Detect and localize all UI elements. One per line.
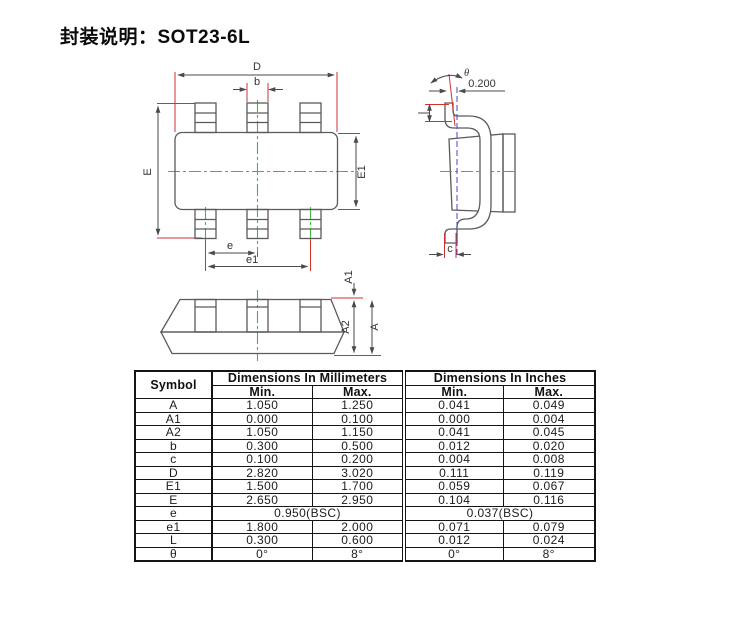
cell-symbol: b xyxy=(134,438,213,453)
cell-symbol: L xyxy=(134,533,213,548)
cell-mm-min: 1.050 xyxy=(211,425,313,440)
cell-in-max: 0.079 xyxy=(502,519,596,534)
row-theta: θ 0° 8° 0° 8° xyxy=(134,546,596,562)
dim-label-A1: A1 xyxy=(343,270,355,283)
header-in-group: Dimensions In Inches xyxy=(401,370,596,386)
cell-mm-max: 8° xyxy=(311,546,405,562)
cell-symbol: θ xyxy=(134,546,213,562)
cell-mm-max: 0.200 xyxy=(311,452,405,467)
package-outline-drawing: D b E E1 e e1 xyxy=(142,61,518,361)
cell-symbol: E1 xyxy=(134,479,213,494)
cell-symbol: A xyxy=(134,398,213,413)
cell-in-min: 0.041 xyxy=(402,425,504,440)
cell-mm-max: 0.600 xyxy=(311,533,405,548)
table-header-minmax: Min. Max. Min. Max. xyxy=(135,385,596,399)
header-in-min: Min. xyxy=(402,385,504,399)
cell-in-min: 0.059 xyxy=(402,479,504,494)
dim-label-E: E xyxy=(142,168,154,175)
cell-symbol: A1 xyxy=(134,411,213,426)
row-A2: A2 1.050 1.150 0.041 0.045 xyxy=(134,425,596,440)
cell-mm-max: 2.950 xyxy=(311,492,405,507)
cell-mm-max: 1.700 xyxy=(311,479,405,494)
page-title: 封装说明：SOT23-6L xyxy=(60,27,251,48)
dim-label-e: e xyxy=(227,240,233,252)
row-E: E 2.650 2.950 0.104 0.116 xyxy=(134,492,596,507)
side-view: θ 0.200 c xyxy=(418,68,518,258)
top-view: D b E E1 e e1 xyxy=(142,61,368,271)
dim-label-c: c xyxy=(447,243,453,255)
cell-in-max: 0.004 xyxy=(502,411,596,426)
cell-mm-max: 3.020 xyxy=(311,465,405,480)
cell-symbol: c xyxy=(134,452,213,467)
cell-mm-max: 2.000 xyxy=(311,519,405,534)
cell-in-max: 0.024 xyxy=(502,533,596,548)
cell-in-min: 0.104 xyxy=(402,492,504,507)
header-mm-group: Dimensions In Millimeters xyxy=(211,370,405,386)
dim-label-b: b xyxy=(254,76,260,88)
cell-in-span: 0.037(BSC) xyxy=(401,506,596,521)
row-c: c 0.100 0.200 0.004 0.008 xyxy=(134,452,596,467)
dim-label-theta: θ xyxy=(464,68,469,79)
row-e1: e1 1.800 2.000 0.071 0.079 xyxy=(134,519,596,534)
dimensions-table: Symbol Dimensions In Millimeters Dimensi… xyxy=(134,370,597,562)
cell-in-max: 8° xyxy=(502,546,596,562)
cell-symbol: A2 xyxy=(134,425,213,440)
cell-in-max: 0.049 xyxy=(502,398,596,413)
row-E1: E1 1.500 1.700 0.059 0.067 xyxy=(134,479,596,494)
cell-symbol: e xyxy=(134,506,213,521)
cell-mm-min: 0.300 xyxy=(211,533,313,548)
row-L: L 0.300 0.600 0.012 0.024 xyxy=(134,533,596,548)
cell-mm-min: 0.300 xyxy=(211,438,313,453)
cell-mm-min: 0.100 xyxy=(211,452,313,467)
cell-mm-min: 0° xyxy=(211,546,313,562)
cell-symbol: D xyxy=(134,465,213,480)
cell-in-min: 0.071 xyxy=(402,519,504,534)
cell-in-max: 0.045 xyxy=(502,425,596,440)
cell-in-min: 0° xyxy=(402,546,504,562)
cell-mm-min: 2.820 xyxy=(211,465,313,480)
dim-label-D: D xyxy=(253,61,261,73)
cell-in-min: 0.004 xyxy=(402,452,504,467)
cell-mm-span: 0.950(BSC) xyxy=(211,506,405,521)
header-symbol: Symbol xyxy=(134,370,213,399)
dim-label-A: A xyxy=(369,323,381,331)
row-D: D 2.820 3.020 0.111 0.119 xyxy=(134,465,596,480)
dim-label-A2: A2 xyxy=(340,320,352,333)
cell-mm-min: 0.000 xyxy=(211,411,313,426)
cell-in-max: 0.008 xyxy=(502,452,596,467)
cell-mm-min: 2.650 xyxy=(211,492,313,507)
dim-label-E1: E1 xyxy=(356,165,368,178)
cell-in-max: 0.020 xyxy=(502,438,596,453)
header-mm-min: Min. xyxy=(211,385,313,399)
row-A: A 1.050 1.250 0.041 0.049 xyxy=(134,398,596,413)
cell-mm-min: 1.800 xyxy=(211,519,313,534)
cell-mm-min: 1.050 xyxy=(211,398,313,413)
cell-mm-max: 0.500 xyxy=(311,438,405,453)
header-mm-max: Max. xyxy=(311,385,405,399)
row-e: e 0.950(BSC) 0.037(BSC) xyxy=(134,506,596,521)
table-header-groups: Symbol Dimensions In Millimeters Dimensi… xyxy=(134,370,596,399)
cell-symbol: e1 xyxy=(134,519,213,534)
cell-in-min: 0.012 xyxy=(402,438,504,453)
front-view: A1 A2 A xyxy=(159,270,381,361)
cell-in-min: 0.012 xyxy=(402,533,504,548)
cell-in-max: 0.119 xyxy=(502,465,596,480)
cell-in-min: 0.041 xyxy=(402,398,504,413)
cell-in-min: 0.111 xyxy=(402,465,504,480)
row-A1: A1 0.000 0.100 0.000 0.004 xyxy=(134,411,596,426)
cell-mm-min: 1.500 xyxy=(211,479,313,494)
header-in-max: Max. xyxy=(502,385,596,399)
row-b: b 0.300 0.500 0.012 0.020 xyxy=(134,438,596,453)
cell-in-max: 0.116 xyxy=(502,492,596,507)
cell-in-min: 0.000 xyxy=(402,411,504,426)
dim-label-gauge-offset: 0.200 xyxy=(468,78,496,90)
cell-mm-max: 1.250 xyxy=(311,398,405,413)
cell-symbol: E xyxy=(134,492,213,507)
cell-mm-max: 1.150 xyxy=(311,425,405,440)
cell-in-max: 0.067 xyxy=(502,479,596,494)
cell-mm-max: 0.100 xyxy=(311,411,405,426)
dim-label-e1: e1 xyxy=(246,254,258,266)
